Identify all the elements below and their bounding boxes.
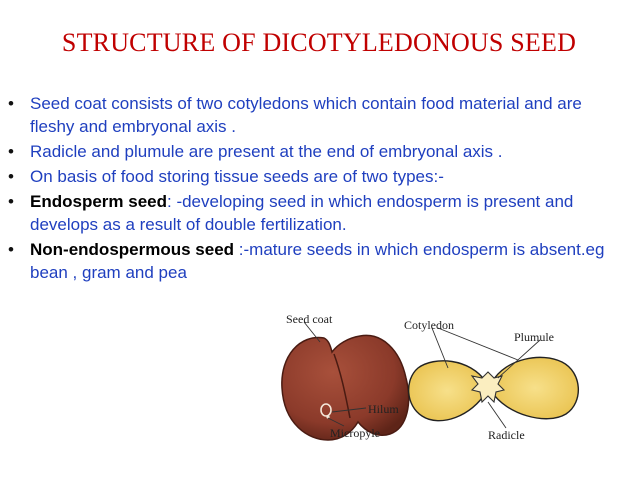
slide-title: STRUCTURE OF DICOTYLEDONOUS SEED	[61, 28, 577, 57]
left-cotyledon	[408, 360, 487, 422]
bullet-item: • Seed coat consists of two cotyledons w…	[8, 92, 628, 138]
bullet-item: • Non-endospermous seed :-mature seeds i…	[8, 238, 628, 284]
label-seed-coat: Seed coat	[286, 312, 333, 326]
seed-diagram-svg	[281, 321, 580, 441]
whole-seed	[281, 334, 410, 441]
seed-leader-lines	[303, 321, 367, 427]
bullet-dot: •	[8, 94, 14, 113]
bullet-dot: •	[8, 142, 14, 161]
bullet-dot: •	[8, 240, 14, 259]
bullet-text: : -developing seed in which endosperm is…	[30, 192, 574, 234]
hilum-mark	[320, 403, 332, 417]
seed-diagram: Seed coat Hilum Micropyle Cotyledon Plum…	[266, 306, 638, 476]
bullet-text: Seed coat consists of two cotyledons whi…	[30, 94, 582, 136]
bullet-dot: •	[8, 167, 14, 186]
bullet-list: • Seed coat consists of two cotyledons w…	[8, 92, 628, 286]
seed-body	[281, 334, 410, 441]
bullet-term: Endosperm seed	[30, 192, 167, 211]
label-micropyle: Micropyle	[330, 426, 380, 440]
bullet-item: • On basis of food storing tissue seeds …	[8, 165, 628, 188]
bullet-text: On basis of food storing tissue seeds ar…	[30, 167, 444, 186]
label-hilum: Hilum	[368, 402, 399, 416]
bullet-item: • Radicle and plumule are present at the…	[8, 140, 628, 163]
bullet-item: • Endosperm seed: -developing seed in wh…	[8, 190, 628, 236]
micropyle-mark	[326, 415, 330, 419]
bullet-dot: •	[8, 192, 14, 211]
bullet-text: :-mature seeds in which endosperm is abs…	[30, 240, 605, 282]
seed-groove	[333, 353, 351, 419]
label-plumule: Plumule	[514, 330, 555, 344]
embryonal-axis	[470, 371, 506, 404]
bullet-term: Non-endospermous seed	[30, 240, 235, 259]
embryo-leader-lines	[431, 327, 541, 429]
bullet-text: Radicle and plumule are present at the e…	[30, 142, 503, 161]
right-cotyledon	[491, 356, 580, 420]
label-radicle: Radicle	[488, 428, 525, 442]
embryo	[408, 356, 580, 422]
label-cotyledon: Cotyledon	[404, 318, 454, 332]
